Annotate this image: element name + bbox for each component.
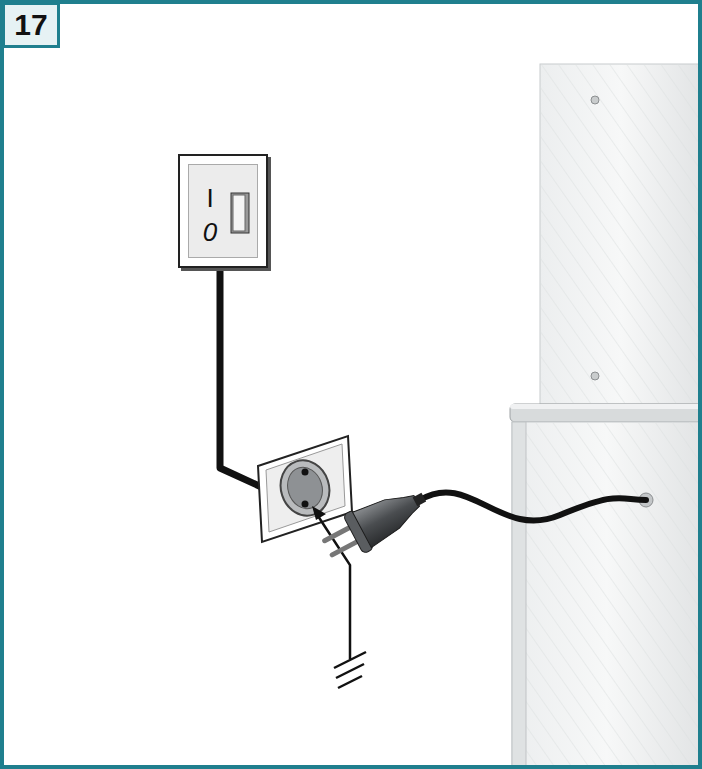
switch-symbol: 0: [203, 217, 217, 247]
switch-plate: I0: [178, 154, 268, 268]
socket: [258, 436, 352, 542]
supply-wire: [220, 266, 268, 490]
switch-symbol: I: [206, 183, 213, 213]
rocker-switch: [229, 191, 253, 237]
step-number-box: 17: [2, 2, 60, 48]
appliance: [510, 64, 702, 769]
power-cable: [420, 492, 646, 520]
plug: [318, 478, 434, 568]
switch-face: I0: [188, 164, 258, 258]
step-number: 17: [14, 8, 47, 42]
